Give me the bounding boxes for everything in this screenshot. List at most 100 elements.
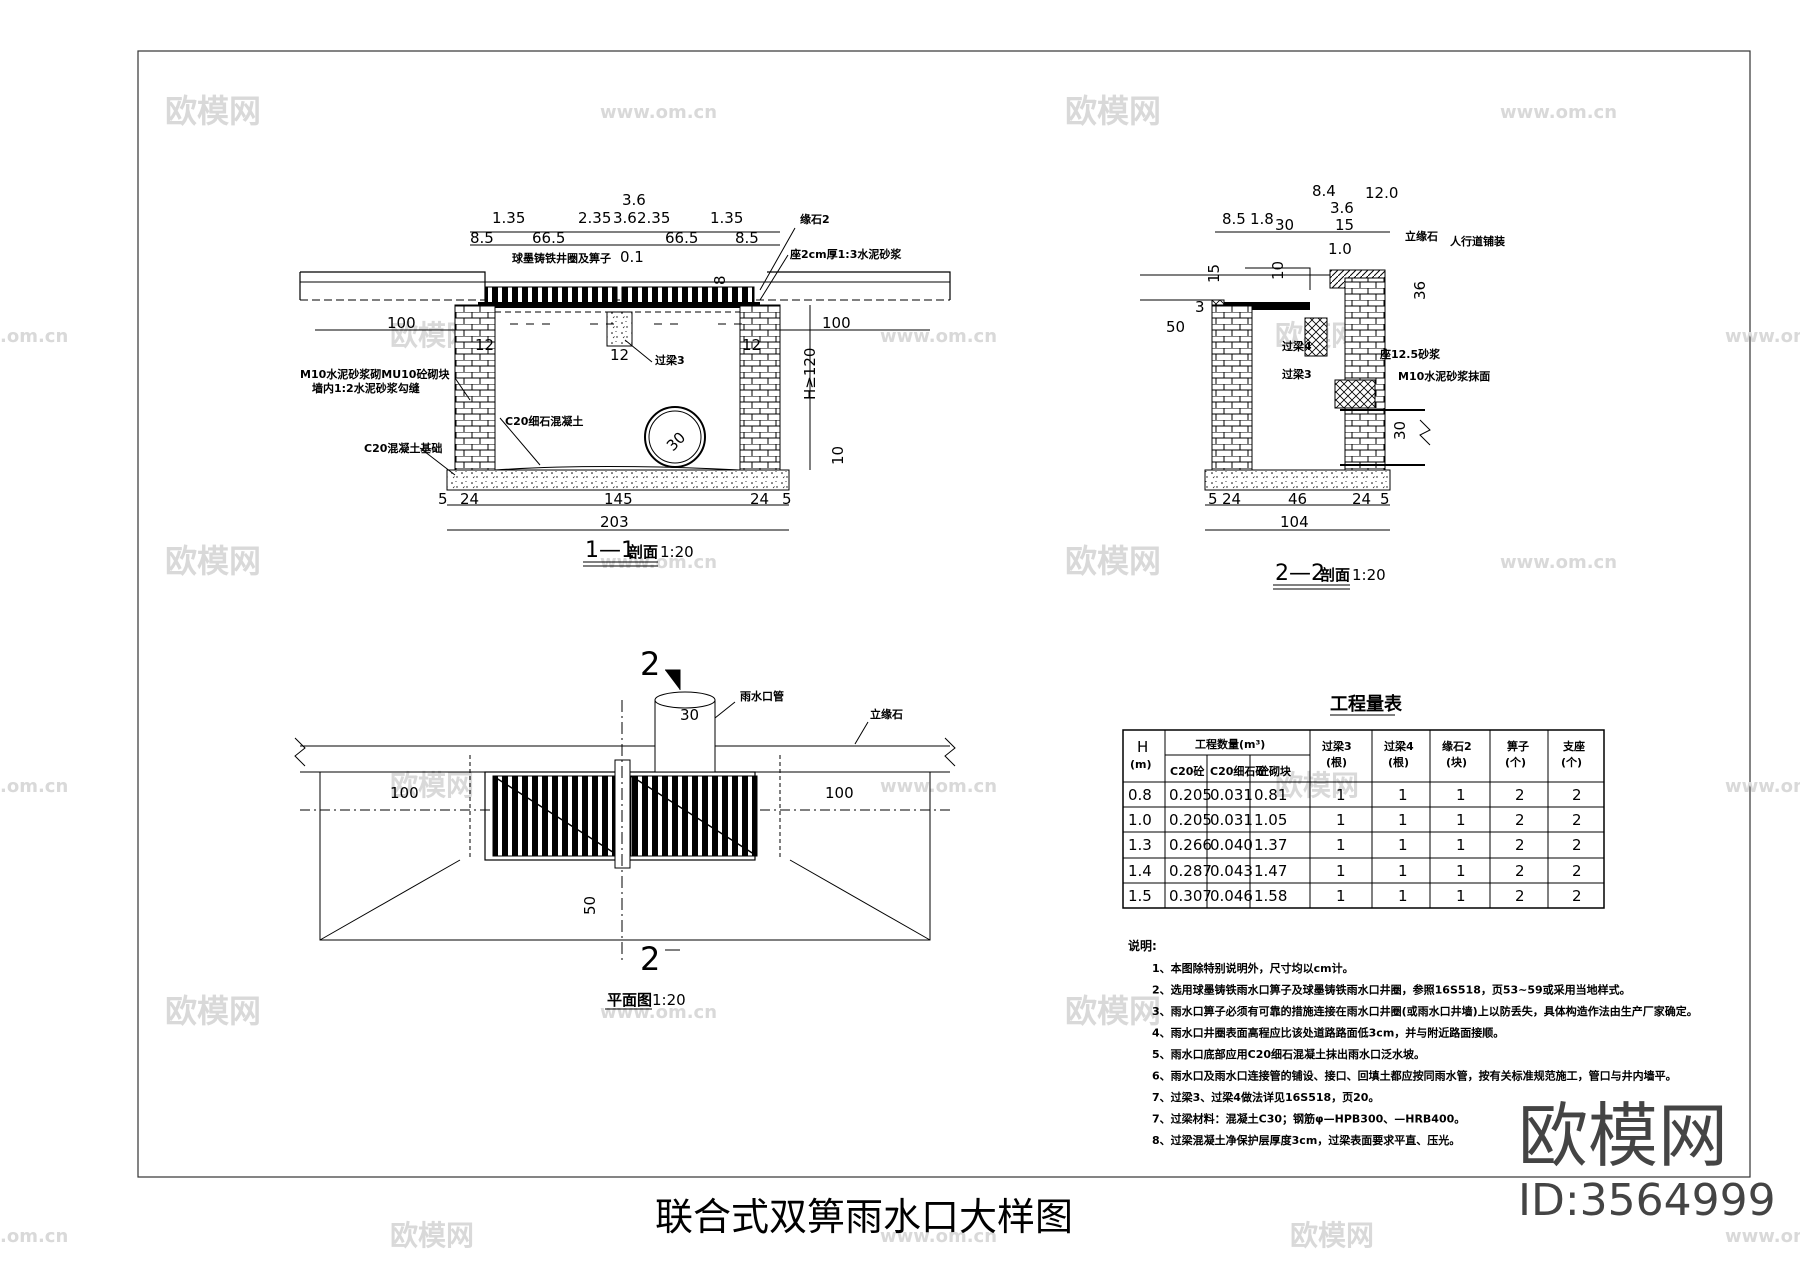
note-item: 8、过梁混凝土净保护层厚度3cm，过梁表面要求平直、压光。 <box>1152 1133 1460 1147</box>
notes: 说明: 1、本图除特别说明外，尺寸均以cm计。2、选用球墨铸铁雨水口箅子及球墨铸… <box>1128 938 1698 1147</box>
table-cell: 0.031 <box>1210 786 1253 804</box>
note-item: 2、选用球墨铸铁雨水口箅子及球墨铸铁雨水口井圈，参照16S518，页53~59或… <box>1152 983 1631 997</box>
watermark-logo: 欧模网 <box>1065 542 1161 580</box>
watermark-logo: 欧模网 <box>1065 992 1161 1030</box>
label-walkway: 人行道铺装 <box>1450 234 1505 248</box>
dim-8: 8 <box>711 275 729 285</box>
table-cell: 2 <box>1515 811 1525 829</box>
table-cell: 1 <box>1398 811 1408 829</box>
table-cell: 0.266 <box>1169 836 1212 854</box>
table-cell: 2 <box>1572 811 1582 829</box>
th-beam3-unit: (根) <box>1326 755 1347 769</box>
table-cell: 2 <box>1515 786 1525 804</box>
brand-id: ID:3564999 <box>1518 1175 1776 1226</box>
plaster-band <box>1334 379 1376 409</box>
dim-15: 15 <box>1335 216 1354 234</box>
plan-dim-100-left: 100 <box>390 784 419 802</box>
table-cell: 1.0 <box>1128 811 1152 829</box>
dim-24-right: 24 <box>750 490 769 508</box>
watermark-corner: .om.cn <box>0 776 68 797</box>
note-item: 6、雨水口及雨水口连接管的铺设、接口、回填土都应按同雨水管，按有关标准规范施工，… <box>1152 1069 1677 1083</box>
beam-3 <box>606 311 633 347</box>
table-cell: 2 <box>1515 836 1525 854</box>
table-cell: 1 <box>1398 836 1408 854</box>
table-cell: 2 <box>1515 862 1525 880</box>
table-cell: 1 <box>1456 836 1466 854</box>
watermark-url: www.om.cn <box>600 1002 717 1023</box>
watermark-logo: 欧模网 <box>165 992 261 1030</box>
label-grate: 球墨铸铁井圈及箅子 <box>512 251 611 265</box>
sheet-border <box>137 50 1751 1178</box>
th-curb2: 缘石2 <box>1442 739 1472 753</box>
dim-30-right: 30 <box>1391 421 1409 440</box>
th-seat: 支座 <box>1562 739 1585 753</box>
left-wall-2 <box>1211 304 1253 471</box>
watermark-logo: 欧模网 <box>1275 769 1359 802</box>
th-block: 砼砌块 <box>1258 764 1292 778</box>
th-seat-unit: (个) <box>1561 755 1582 769</box>
watermark-layer: 欧模网 www.om.cn 欧模网 www.om.cn .om.cn 欧模网 w… <box>0 92 1800 1252</box>
table-cell: 1.3 <box>1128 836 1152 854</box>
dim-1-8: 1.8 <box>1250 210 1274 228</box>
dim-8-5-left: 8.5 <box>470 229 494 247</box>
notes-body: 1、本图除特别说明外，尺寸均以cm计。 2、选用球墨铸铁雨水口箅子及球墨铸铁雨水口… <box>1152 961 1698 1147</box>
dim-2-35-right: 2.35 <box>637 209 670 227</box>
table-cell: 1 <box>1456 887 1466 905</box>
table-cell: 1 <box>1336 836 1346 854</box>
label-fill: C20细石混凝土 <box>505 414 583 428</box>
label-curb-plan: 立缘石 <box>870 707 903 721</box>
dim-8-5: 8.5 <box>1222 210 1246 228</box>
watermark-url: www.om.cn <box>1725 326 1800 347</box>
table-cell: 1 <box>1398 887 1408 905</box>
watermark-logo: 欧模网 <box>1065 92 1161 130</box>
section-1-1-caption: 1—1 <box>585 538 635 563</box>
label-beam3: 过梁3 <box>655 353 685 367</box>
watermark-url: www.om.cn <box>600 552 717 573</box>
dim-66-5-left: 66.5 <box>532 229 565 247</box>
th-h: H <box>1137 738 1148 756</box>
table-cell: 1 <box>1336 811 1346 829</box>
section-1-1-suffix: 剖面 <box>628 543 658 561</box>
th-beam4: 过梁4 <box>1384 739 1414 753</box>
dim-30-top: 30 <box>1275 216 1294 234</box>
dim-12-left: 12 <box>475 336 494 354</box>
watermark-logo: 欧模网 <box>165 92 261 130</box>
dim-203: 203 <box>600 513 629 531</box>
note-item: 5、雨水口底部应用C20细石混凝土抹出雨水口泛水坡。 <box>1152 1047 1425 1061</box>
table-cell: 1 <box>1336 786 1346 804</box>
table-cell: 0.043 <box>1210 862 1253 880</box>
dim-24-right-2: 24 <box>1352 490 1371 508</box>
table-cell: 0.205 <box>1169 786 1212 804</box>
th-beam4-unit: (根) <box>1388 755 1409 769</box>
watermark-logo: 欧模网 <box>1290 1219 1374 1252</box>
concrete-base <box>446 469 790 491</box>
dim-5-left-2: 5 <box>1208 490 1218 508</box>
th-c20: C20砼 <box>1170 764 1205 778</box>
dim-12-right: 12 <box>742 336 761 354</box>
section-2-2-scale: 1:20 <box>1352 566 1386 584</box>
label-base: C20混凝土基础 <box>364 441 442 455</box>
note-item: 1、本图除特别说明外，尺寸均以cm计。 <box>1152 961 1354 975</box>
table-cell: 1.47 <box>1254 862 1287 880</box>
dim-104: 104 <box>1280 513 1309 531</box>
table-cell: 0.307 <box>1169 887 1212 905</box>
table-cell: 1 <box>1456 786 1466 804</box>
table-cell: 1.58 <box>1254 887 1287 905</box>
dim-3: 3 <box>1195 298 1205 316</box>
dim-3-6: 3.6 <box>613 209 637 227</box>
dim-3-6-top: 3.6 <box>622 191 646 209</box>
table-cell: 2 <box>1572 862 1582 880</box>
plan-dim-50: 50 <box>581 896 599 915</box>
table-cell: 2 <box>1515 887 1525 905</box>
table-cell: 1 <box>1398 786 1408 804</box>
dim-15-left: 15 <box>1205 264 1223 283</box>
note-item: 7、过梁材料：混凝土C30；钢筋φ—HPB300、—HRB400。 <box>1152 1112 1465 1126</box>
table-cell: 0.031 <box>1210 811 1253 829</box>
label-plaster: M10水泥砂浆抹面 <box>1398 369 1490 383</box>
th-grate: 箅子 <box>1507 739 1529 753</box>
dim-46: 46 <box>1288 490 1307 508</box>
label-pipe: 雨水口管 <box>740 689 784 703</box>
watermark-url: www.om.cn <box>880 776 997 797</box>
beam-4 <box>1304 317 1328 357</box>
watermark-logo: 欧模网 <box>390 769 474 802</box>
